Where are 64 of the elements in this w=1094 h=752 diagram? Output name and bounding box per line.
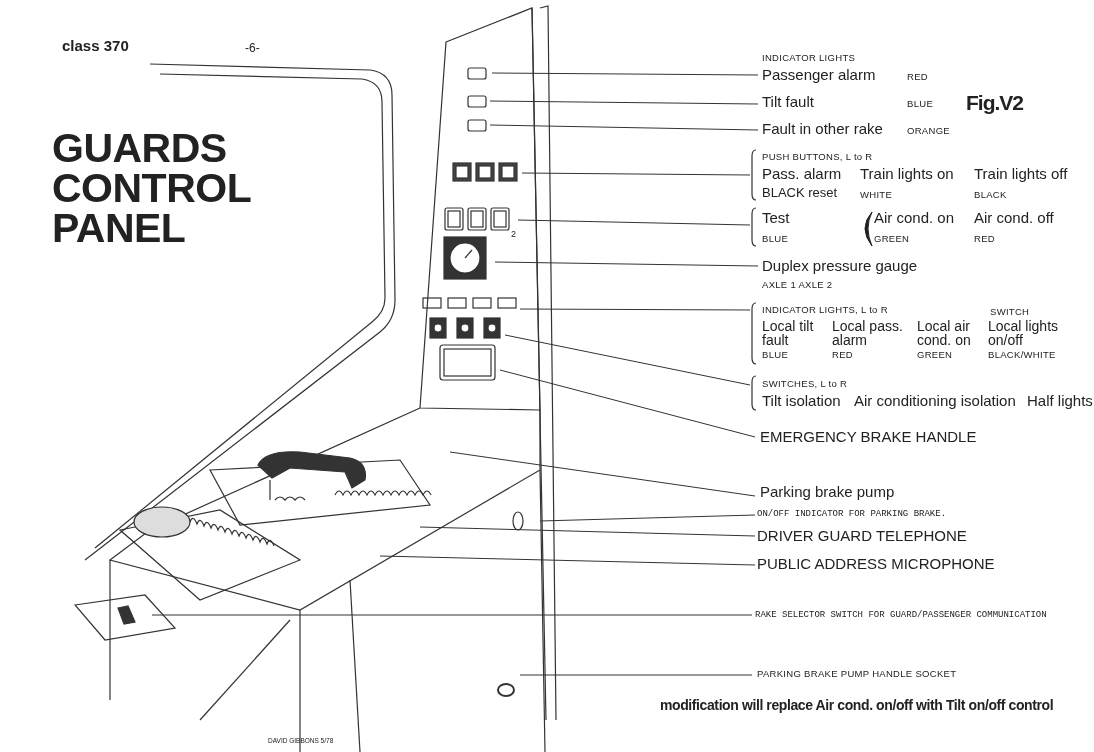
color-note: RED xyxy=(907,72,928,82)
color-note: AXLE 1 AXLE 2 xyxy=(762,280,833,290)
callout-label: Tilt isolation xyxy=(762,393,841,409)
callout-label: Pass. alarm xyxy=(762,166,842,182)
callout-label: Local tilt fault xyxy=(762,319,815,347)
leader-line xyxy=(151,614,753,616)
page-number: -6- xyxy=(245,42,260,55)
group-heading: INDICATOR LIGHTS xyxy=(762,53,856,63)
note-text: modification will replace Air cond. on/off with Tilt on/off control xyxy=(660,698,1054,713)
leader-line xyxy=(379,555,756,566)
series-label: class 370 xyxy=(62,38,129,54)
callout-note: PUSH BUTTONS, L to R xyxy=(762,152,873,162)
callout-note: SWITCH xyxy=(990,307,1030,317)
callout-label: EMERGENCY BRAKE HANDLE xyxy=(760,429,977,445)
callout-label: PUBLIC ADDRESS MICROPHONE xyxy=(757,556,995,572)
callout-label: Passenger alarm xyxy=(762,67,876,83)
callout-label: Air conditioning isolation xyxy=(854,393,1016,409)
callout-label: Fault in other rake xyxy=(762,121,883,137)
leader-line xyxy=(517,219,751,226)
callout-note: GREEN xyxy=(874,234,910,244)
callout-number: 2 xyxy=(511,230,516,240)
callout-label: Train lights off xyxy=(974,166,1068,182)
color-note: BLUE xyxy=(907,99,934,109)
callout-label: RAKE SELECTOR SWITCH FOR GUARD/PASSENGER COMMUNICATION xyxy=(755,611,1047,621)
callout-label: Parking brake pump xyxy=(760,484,895,500)
callout-label: Train lights on xyxy=(860,166,954,182)
callout-label: Test xyxy=(762,210,790,226)
callout-label: Local air cond. on xyxy=(917,319,972,347)
callout-label: Tilt fault xyxy=(762,94,814,110)
leader-line xyxy=(489,100,759,105)
callout-label: Duplex pressure gauge xyxy=(762,258,918,274)
title: GUARDS CONTROL PANEL xyxy=(52,128,252,248)
leader-line xyxy=(449,451,756,497)
leader-line xyxy=(504,334,751,386)
callout-note: BLUE xyxy=(762,234,789,244)
callout-note: SWITCHES, L to R xyxy=(762,379,848,389)
callout-note: INDICATOR LIGHTS, L to R xyxy=(762,305,888,315)
leader-line xyxy=(539,514,756,522)
callout-note: BLACK/WHITE xyxy=(988,350,1056,360)
callout-label: Air cond. on xyxy=(874,210,955,226)
leader-line xyxy=(491,72,759,76)
leader-line xyxy=(519,308,751,311)
figure-label: Fig.V2 xyxy=(966,92,1023,115)
callout-label: Local pass. alarm xyxy=(832,319,904,347)
callout-note: WHITE xyxy=(860,190,893,200)
leader-line xyxy=(519,674,753,676)
leader-line xyxy=(489,124,759,131)
callout-note: BLUE xyxy=(762,350,789,360)
callout-label: Half lights xyxy=(1027,393,1093,409)
color-note: ORANGE xyxy=(907,126,950,136)
callout-note: BLACK xyxy=(974,190,1007,200)
leader-line xyxy=(521,172,751,176)
callout-note: RED xyxy=(832,350,853,360)
callout-label: Air cond. off xyxy=(974,210,1054,226)
callout-label: DRIVER GUARD TELEPHONE xyxy=(757,528,967,544)
callout-note: PARKING BRAKE PUMP HANDLE SOCKET xyxy=(757,669,957,679)
leader-line xyxy=(419,526,756,537)
callout-label: BLACK reset xyxy=(762,186,838,200)
callout-note: RED xyxy=(974,234,995,244)
callout-note: GREEN xyxy=(917,350,953,360)
callout-label: Local lights on/off xyxy=(988,319,1060,347)
leader-line xyxy=(499,369,756,438)
leader-line xyxy=(494,261,759,267)
callout-label: ON/OFF INDICATOR FOR PARKING BRAKE. xyxy=(757,510,947,520)
